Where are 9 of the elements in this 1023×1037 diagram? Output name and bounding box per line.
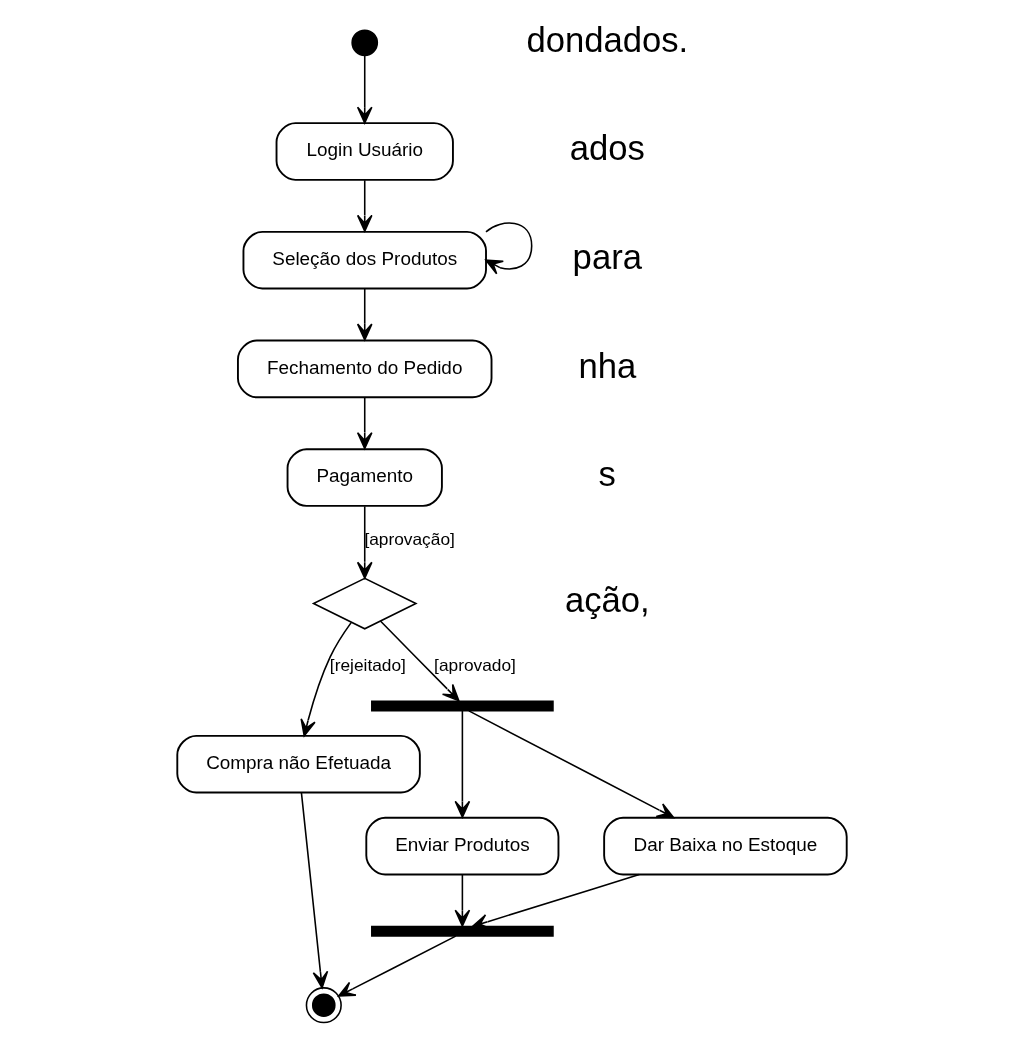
edge-label: [rejeitado] <box>329 654 406 675</box>
edge-label: [aprovado] <box>433 654 516 675</box>
label: para <box>572 238 642 277</box>
label: dondados. <box>525 20 688 59</box>
label: nha <box>577 346 636 385</box>
label: ados <box>569 129 645 168</box>
label: ação, <box>564 581 650 620</box>
label: s <box>598 455 616 494</box>
edge-label: [aprovação] <box>363 528 455 549</box>
